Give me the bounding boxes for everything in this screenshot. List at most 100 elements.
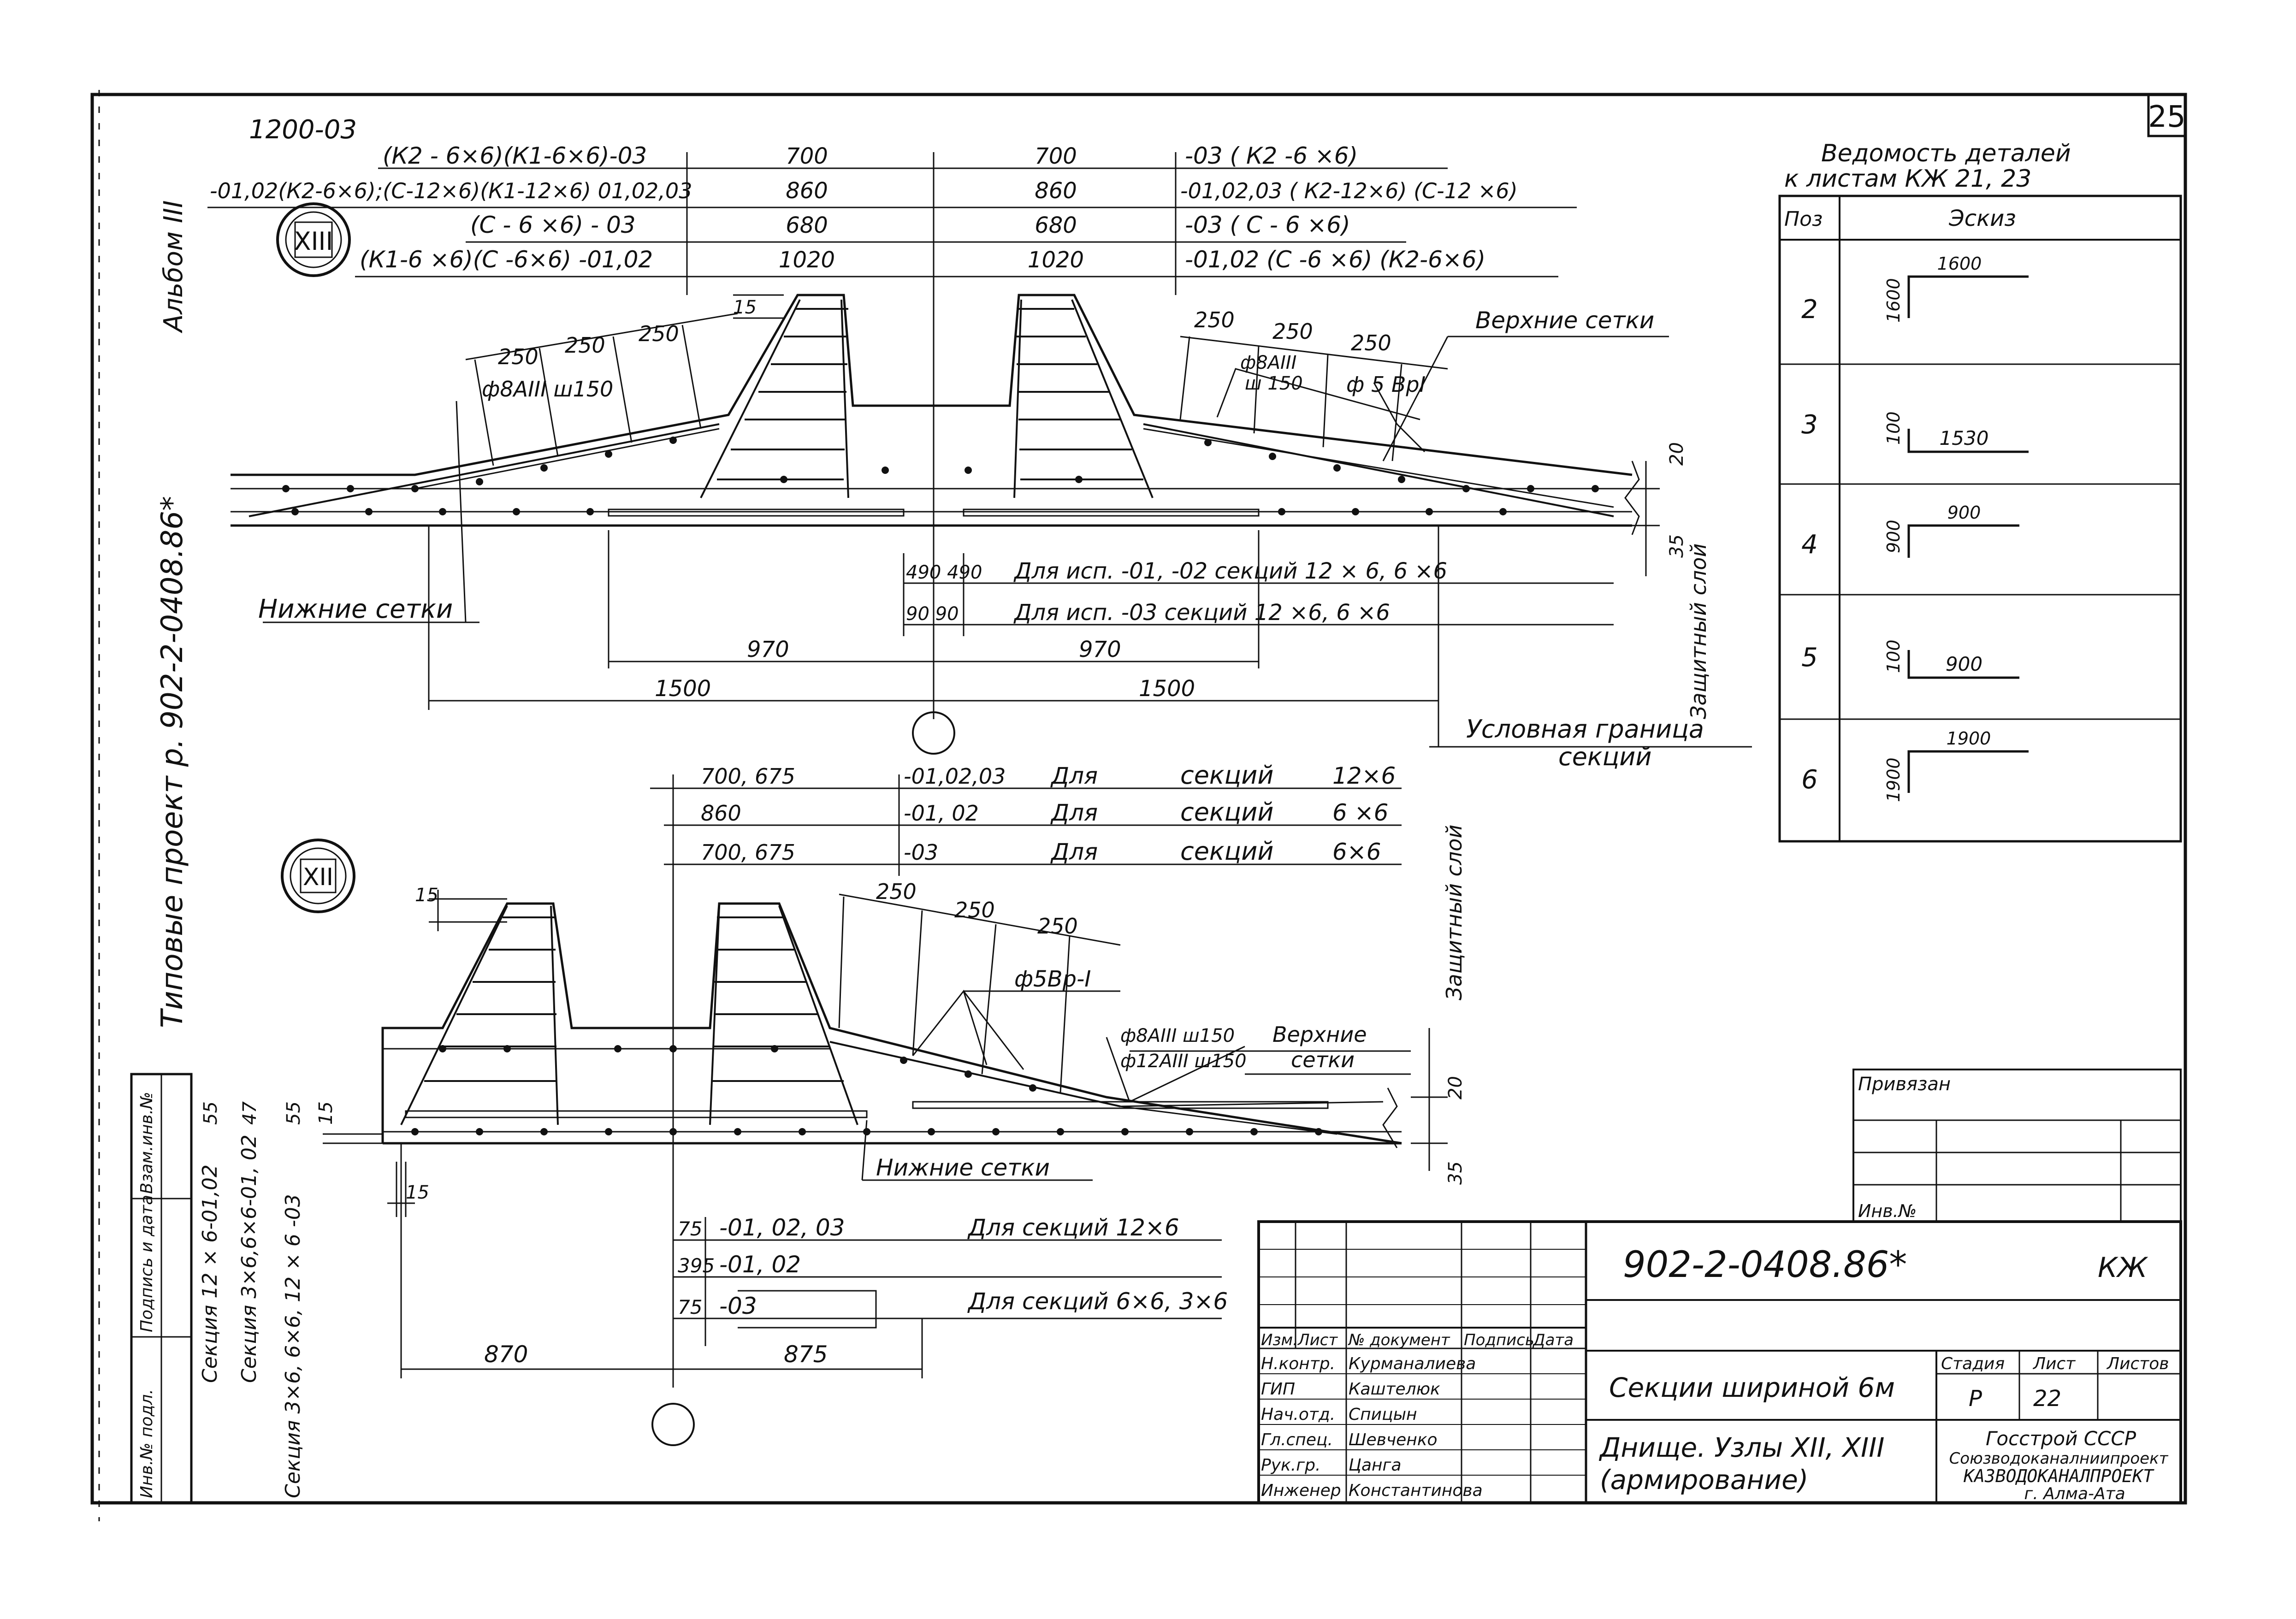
top-schedule-text: (К2 - 6×6)(К1-6×6)-03 700 700 -03 ( К2 -…: [210, 142, 1518, 273]
svg-text:55: 55: [283, 1101, 304, 1125]
node-label-top-text: XIII: [294, 227, 333, 256]
svg-text:970: 970: [1079, 637, 1121, 662]
svg-text:700: 700: [1035, 143, 1077, 169]
svg-text:сетки: сетки: [1291, 1047, 1355, 1072]
detail-schedule-table: [1778, 195, 2182, 843]
svg-text:ГИП: ГИП: [1261, 1380, 1295, 1399]
svg-text:250: 250: [876, 879, 917, 904]
svg-text:870: 870: [484, 1341, 528, 1368]
svg-text:1600: 1600: [1937, 254, 1982, 274]
svg-text:Подпись: Подпись: [1464, 1331, 1534, 1349]
svg-text:Секция 3×6,6×6-01, 02: Секция 3×6,6×6-01, 02: [237, 1134, 261, 1383]
detail-schedule-text: Ведомость деталей к листам КЖ 21, 23 Поз…: [1784, 140, 2071, 802]
svg-text:№ документ: № документ: [1348, 1331, 1450, 1349]
svg-text:20: 20: [1666, 442, 1687, 466]
svg-text:Лист: Лист: [2032, 1354, 2076, 1373]
svg-text:1500: 1500: [1139, 676, 1195, 702]
top-dims: [263, 294, 1752, 748]
svg-text:1500: 1500: [655, 676, 711, 702]
bottom-rebar-dots: [411, 1045, 1322, 1135]
svg-text:970: 970: [747, 637, 789, 662]
top-section-geometry: [231, 294, 1640, 535]
drawing-code: 902-2-0408.86*: [1623, 1244, 1907, 1286]
left-strip: [130, 1073, 193, 1504]
svg-text:Для секций 12×6: Для секций 12×6: [967, 1214, 1179, 1241]
svg-text:35: 35: [1445, 1161, 1466, 1185]
svg-text:секций: секций: [1180, 837, 1273, 866]
sheet-number-box: [2147, 93, 2187, 137]
svg-text:ф8АIII ш150: ф8АIII ш150: [1120, 1025, 1235, 1046]
bottom-dim-text: 15 250 250 250 ф5Вр-I ф8АIII ш150 ф12АII…: [198, 825, 1467, 1498]
svg-text:Изм.: Изм.: [1261, 1331, 1298, 1349]
svg-text:ф12АIII ш150: ф12АIII ш150: [1120, 1051, 1247, 1072]
svg-text:6×6: 6×6: [1332, 839, 1381, 865]
svg-text:Взам.инв.№: Взам.инв.№: [137, 1092, 156, 1194]
svg-text:(К1-6 ×6)(С -6×6) -01,02: (К1-6 ×6)(С -6×6) -01,02: [360, 246, 653, 273]
svg-text:Спицын: Спицын: [1349, 1405, 1417, 1424]
node-label-top: [276, 202, 351, 277]
svg-text:Стадия: Стадия: [1941, 1354, 2005, 1373]
drawing-title-3: (армирование): [1600, 1464, 1808, 1495]
svg-text:1020: 1020: [1028, 247, 1084, 273]
svg-text:2: 2: [1801, 295, 1818, 325]
svg-text:Секция 3×6, 6×6, 12 × 6 -03: Секция 3×6, 6×6, 12 × 6 -03: [281, 1194, 305, 1498]
svg-text:-01,02 (С -6 ×6) (К2-6×6): -01,02 (С -6 ×6) (К2-6×6): [1185, 246, 1485, 273]
svg-text:секций: секций: [1558, 742, 1651, 771]
svg-text:Для исп. -01, -02 секций 1: Для исп. -01, -02 секций 12 × 6, 6 ×6: [1013, 558, 1447, 584]
svg-text:680: 680: [786, 213, 828, 238]
svg-text:-01,02,03 ( К2-12×6) (С-12 ×6): -01,02,03 ( К2-12×6) (С-12 ×6): [1180, 178, 1518, 203]
title-block: [1257, 1220, 2182, 1504]
svg-text:Лист: Лист: [1297, 1331, 1338, 1349]
svg-text:75: 75: [678, 1296, 702, 1318]
svg-text:4: 4: [1801, 530, 1818, 560]
svg-text:20: 20: [1445, 1076, 1466, 1099]
svg-text:1530: 1530: [1940, 427, 1989, 449]
svg-text:г. Алма-Ата: г. Алма-Ата: [2024, 1484, 2125, 1503]
svg-text:1020: 1020: [779, 247, 835, 273]
svg-text:Каштелюк: Каштелюк: [1349, 1380, 1440, 1399]
svg-text:ф 5 ВрI: ф 5 ВрI: [1346, 372, 1426, 397]
svg-text:ш 150: ш 150: [1245, 373, 1303, 394]
svg-text:Для секций 6×6, 3×6: Для секций 6×6, 3×6: [967, 1288, 1228, 1315]
top-dim-text: 15 250 250 250 250 250 250 ф8АIII ш150 ф…: [258, 297, 1711, 771]
svg-text:-01,02(К2-6×6);(С-12×6)(К1-12×: -01,02(К2-6×6);(С-12×6)(К1-12×6) 01,02,0…: [210, 178, 692, 203]
lower-mesh-label-top: Нижние сетки: [258, 594, 453, 624]
svg-text:Константинова: Константинова: [1349, 1481, 1483, 1500]
svg-text:1900: 1900: [1883, 757, 1904, 802]
svg-text:22: 22: [2033, 1386, 2061, 1412]
svg-text:6: 6: [1801, 765, 1818, 795]
album-label: Альбом III: [159, 201, 189, 334]
svg-text:Дата: Дата: [1532, 1331, 1574, 1349]
svg-text:-01,02,03: -01,02,03: [904, 764, 1006, 789]
svg-text:35: 35: [1666, 534, 1687, 558]
svg-text:-03: -03: [904, 840, 938, 865]
svg-text:Госстрой СССР: Госстрой СССР: [1986, 1427, 2136, 1450]
svg-text:250: 250: [1037, 914, 1078, 939]
svg-text:250: 250: [565, 333, 605, 358]
attach-label: Привязан: [1858, 1074, 1951, 1095]
top-rebar-dots: [282, 437, 1599, 515]
svg-text:-03 ( К2 -6 ×6): -03 ( К2 -6 ×6): [1185, 142, 1358, 169]
svg-text:Нач.отд.: Нач.отд.: [1261, 1405, 1335, 1424]
bar-label-bottom-1: ф5Вр-I: [1014, 966, 1091, 992]
svg-text:395: 395: [678, 1254, 715, 1277]
svg-text:1600: 1600: [1883, 278, 1904, 323]
lower-mesh-label-bottom: Нижние сетки: [876, 1154, 1050, 1181]
drawing-title-1: Секции шириной 6м: [1609, 1372, 1895, 1403]
svg-text:250: 250: [1351, 331, 1391, 355]
svg-text:Для исп. -03 секций 12: Для исп. -03 секций 12 ×6, 6 ×6: [1013, 600, 1390, 626]
svg-text:900: 900: [1883, 520, 1904, 553]
bottom-schedule-lines: [650, 774, 1402, 1388]
title-block-text: 902-2-0408.86* КЖ Изм. Лист № документ П…: [1261, 1244, 2169, 1503]
svg-text:Р: Р: [1969, 1386, 1982, 1412]
svg-text:900: 900: [1946, 653, 1982, 675]
svg-text:860: 860: [701, 801, 741, 826]
svg-text:Подпись и дата: Подпись и дата: [137, 1195, 156, 1332]
svg-text:12×6: 12×6: [1332, 762, 1396, 789]
drawing-title-2: Днище. Узлы XII, XIII: [1598, 1432, 1884, 1463]
svg-text:Для: Для: [1050, 799, 1098, 826]
svg-text:-03: -03: [719, 1293, 757, 1319]
svg-text:секций: секций: [1180, 761, 1273, 790]
svg-text:700, 675: 700, 675: [701, 764, 795, 789]
